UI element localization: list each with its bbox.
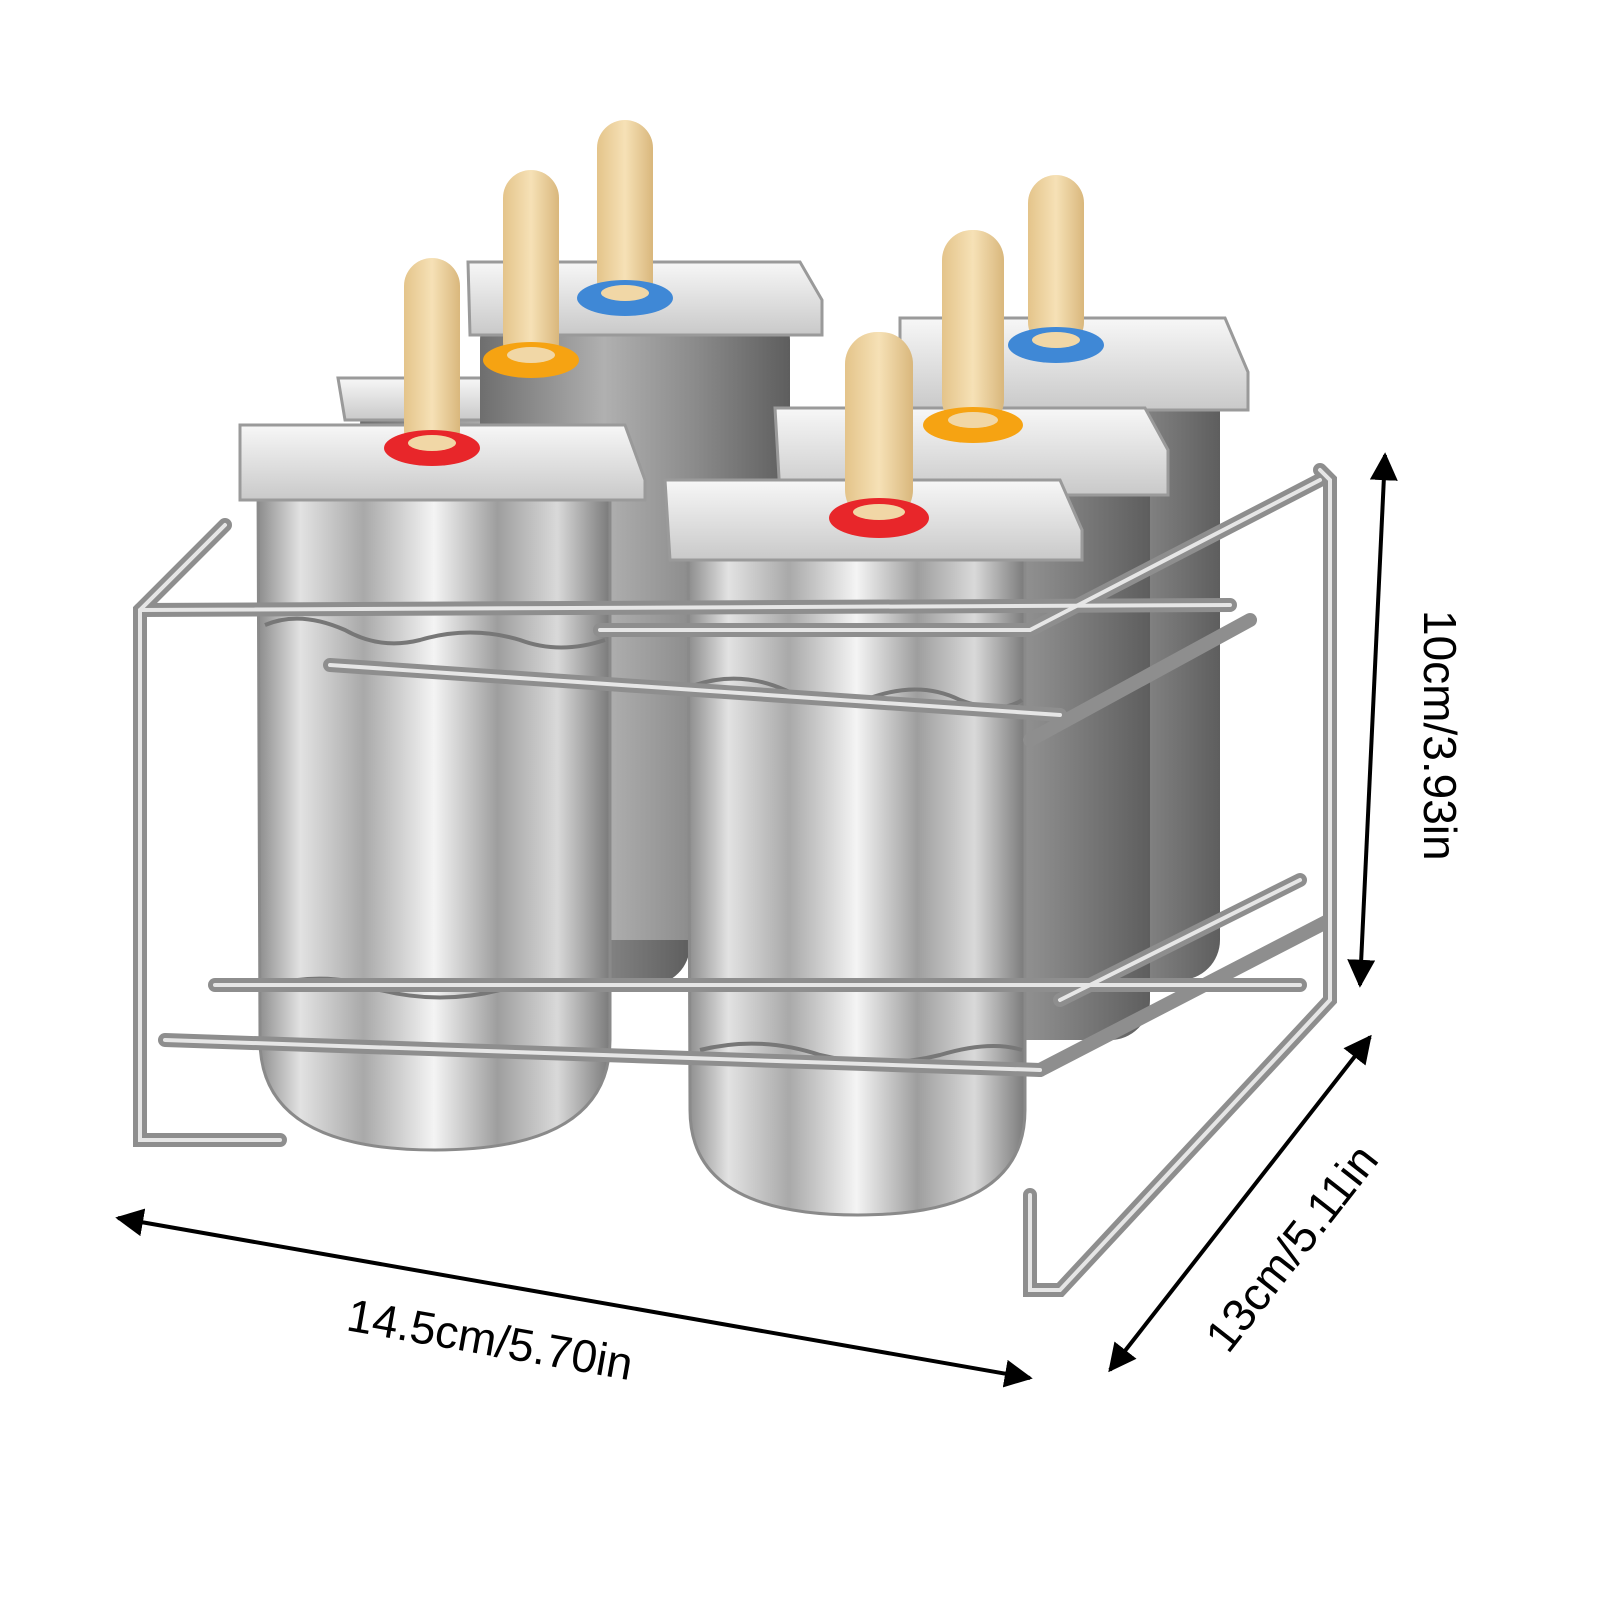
height-label: 10cm/3.93in xyxy=(1414,610,1466,861)
mold-front-right xyxy=(663,478,1084,1217)
height-arrow xyxy=(1347,452,1398,988)
width-label: 14.5cm/5.70in xyxy=(343,1289,637,1390)
popsicle-stick-back-blue xyxy=(577,120,673,316)
popsicle-stick-right-blue xyxy=(1008,175,1104,363)
depth-arrow xyxy=(1108,1034,1372,1373)
popsicle-stick-back-orange xyxy=(483,170,579,378)
popsicle-stick-front-right-red xyxy=(829,332,929,538)
popsicle-stick-front-red xyxy=(384,258,480,466)
depth-label: 13cm/5.11in xyxy=(1195,1134,1388,1361)
width-arrow xyxy=(115,1208,1033,1388)
popsicle-stick-right-orange xyxy=(923,230,1023,443)
